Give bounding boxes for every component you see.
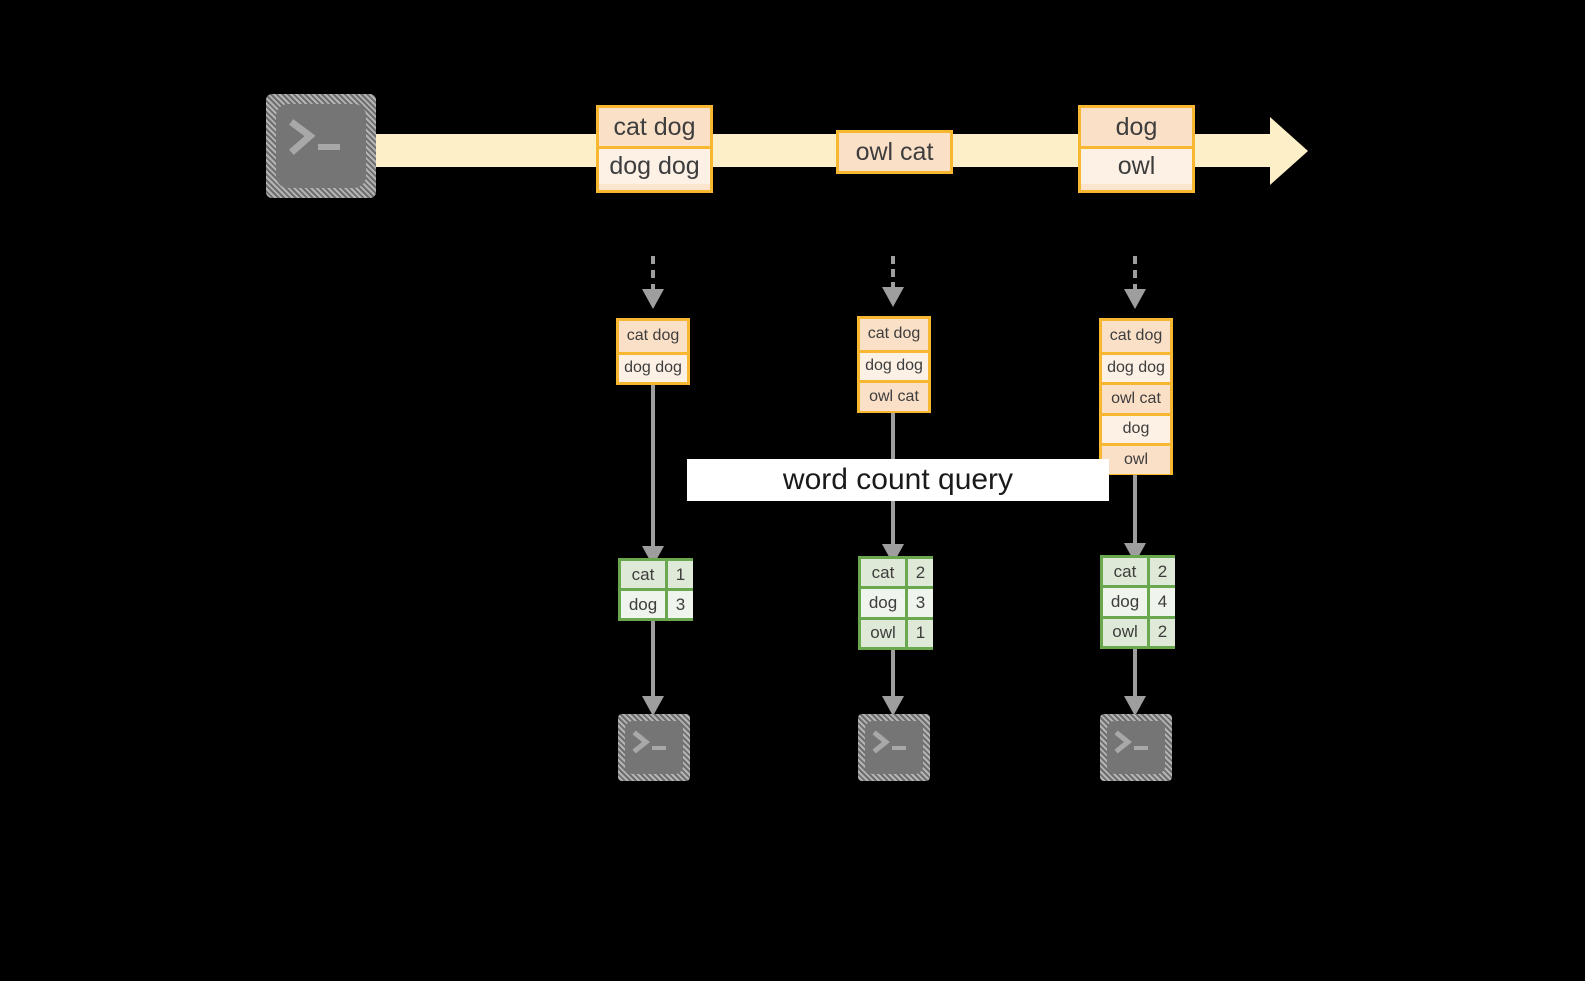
stream-record-line: dog: [1081, 108, 1192, 146]
terminal-prompt-icon: [872, 730, 906, 754]
snapshot-3-input-row: cat dog: [1102, 321, 1170, 352]
snapshot-2-sink-arrow: [891, 650, 895, 700]
snapshot-3-input-row: owl cat: [1102, 382, 1170, 413]
snapshot-1-result-table: cat 1 dog 3: [618, 558, 693, 621]
snapshot-3-sink-terminal-body: [1107, 721, 1165, 774]
terminal-prompt-icon: [289, 119, 340, 155]
snapshot-3-sink-arrow: [1133, 649, 1137, 700]
snapshot-3-input-row: owl: [1102, 443, 1170, 474]
result-key: dog: [621, 591, 665, 618]
snapshot-3-tap-arrow: [1133, 256, 1137, 292]
result-count: 2: [1147, 558, 1175, 586]
snapshot-1-input-row: cat dog: [619, 321, 687, 352]
result-key: cat: [861, 559, 905, 587]
stream-record-line: dog dog: [599, 146, 710, 184]
snapshot-1-input-box: cat dog dog dog: [616, 318, 690, 385]
snapshot-1-tap-arrow: [651, 256, 655, 292]
result-key: owl: [1103, 618, 1147, 646]
table-row: cat 1: [621, 561, 693, 588]
snapshot-3-input-row: dog dog: [1102, 351, 1170, 382]
snapshot-2-input-row: cat dog: [860, 319, 928, 350]
stream-record-line: cat dog: [599, 108, 710, 146]
snapshot-1-sink-terminal-icon[interactable]: [618, 714, 690, 781]
terminal-prompt-icon: [1114, 730, 1148, 754]
query-label: word count query: [687, 459, 1109, 501]
table-row: owl 2: [1103, 615, 1175, 646]
snapshot-2-result-table: cat 2 dog 3 owl 1: [858, 556, 933, 650]
snapshot-3-input-box: cat dog dog dog owl cat dog owl: [1099, 318, 1173, 475]
table-row: cat 2: [861, 559, 933, 587]
snapshot-2-sink-terminal-icon[interactable]: [858, 714, 930, 781]
stream-record-1: cat dog dog dog: [596, 105, 713, 193]
result-count: 2: [1147, 618, 1175, 646]
snapshot-3-input-row: dog: [1102, 412, 1170, 443]
snapshot-3-tap-arrowhead: [1124, 289, 1146, 309]
snapshot-2-sink-arrowhead: [882, 696, 904, 716]
snapshot-1-sink-arrowhead: [642, 696, 664, 716]
table-row: owl 1: [861, 616, 933, 647]
result-key: dog: [861, 589, 905, 617]
snapshot-1-sink-arrow: [651, 621, 655, 699]
result-key: cat: [621, 561, 665, 588]
snapshot-1-tap-arrowhead: [642, 289, 664, 309]
stream-arrowhead-icon: [1270, 117, 1308, 185]
table-row: dog 3: [861, 586, 933, 617]
snapshot-2-tap-arrow: [891, 256, 895, 290]
snapshot-3-sink-arrowhead: [1124, 696, 1146, 716]
snapshot-1-query-arrow: [651, 385, 655, 553]
result-key: dog: [1103, 588, 1147, 616]
stream-record-2: owl cat: [836, 130, 953, 174]
result-count: 1: [905, 619, 933, 647]
snapshot-3-sink-terminal-icon[interactable]: [1100, 714, 1172, 781]
table-row: dog 4: [1103, 585, 1175, 616]
result-count: 3: [665, 591, 693, 618]
result-key: cat: [1103, 558, 1147, 586]
stream-record-line: owl: [1081, 146, 1192, 184]
result-count: 3: [905, 589, 933, 617]
table-row: dog 3: [621, 588, 693, 618]
source-terminal-body: [276, 104, 366, 188]
snapshot-2-sink-terminal-body: [865, 721, 923, 774]
snapshot-2-input-row: owl cat: [860, 380, 928, 411]
stream-record-line: owl cat: [839, 133, 950, 171]
result-key: owl: [861, 619, 905, 647]
result-count: 2: [905, 559, 933, 587]
snapshot-3-query-arrow: [1133, 475, 1137, 550]
terminal-prompt-icon: [632, 730, 666, 754]
snapshot-2-tap-arrowhead: [882, 287, 904, 307]
result-count: 1: [665, 561, 693, 588]
stream-record-3: dog owl: [1078, 105, 1195, 193]
snapshot-1-sink-terminal-body: [625, 721, 683, 774]
snapshot-2-input-row: dog dog: [860, 349, 928, 380]
snapshot-2-input-box: cat dog dog dog owl cat: [857, 316, 931, 413]
snapshot-3-result-table: cat 2 dog 4 owl 2: [1100, 555, 1175, 649]
source-terminal-icon[interactable]: [266, 94, 376, 198]
table-row: cat 2: [1103, 558, 1175, 586]
result-count: 4: [1147, 588, 1175, 616]
snapshot-1-input-row: dog dog: [619, 351, 687, 382]
